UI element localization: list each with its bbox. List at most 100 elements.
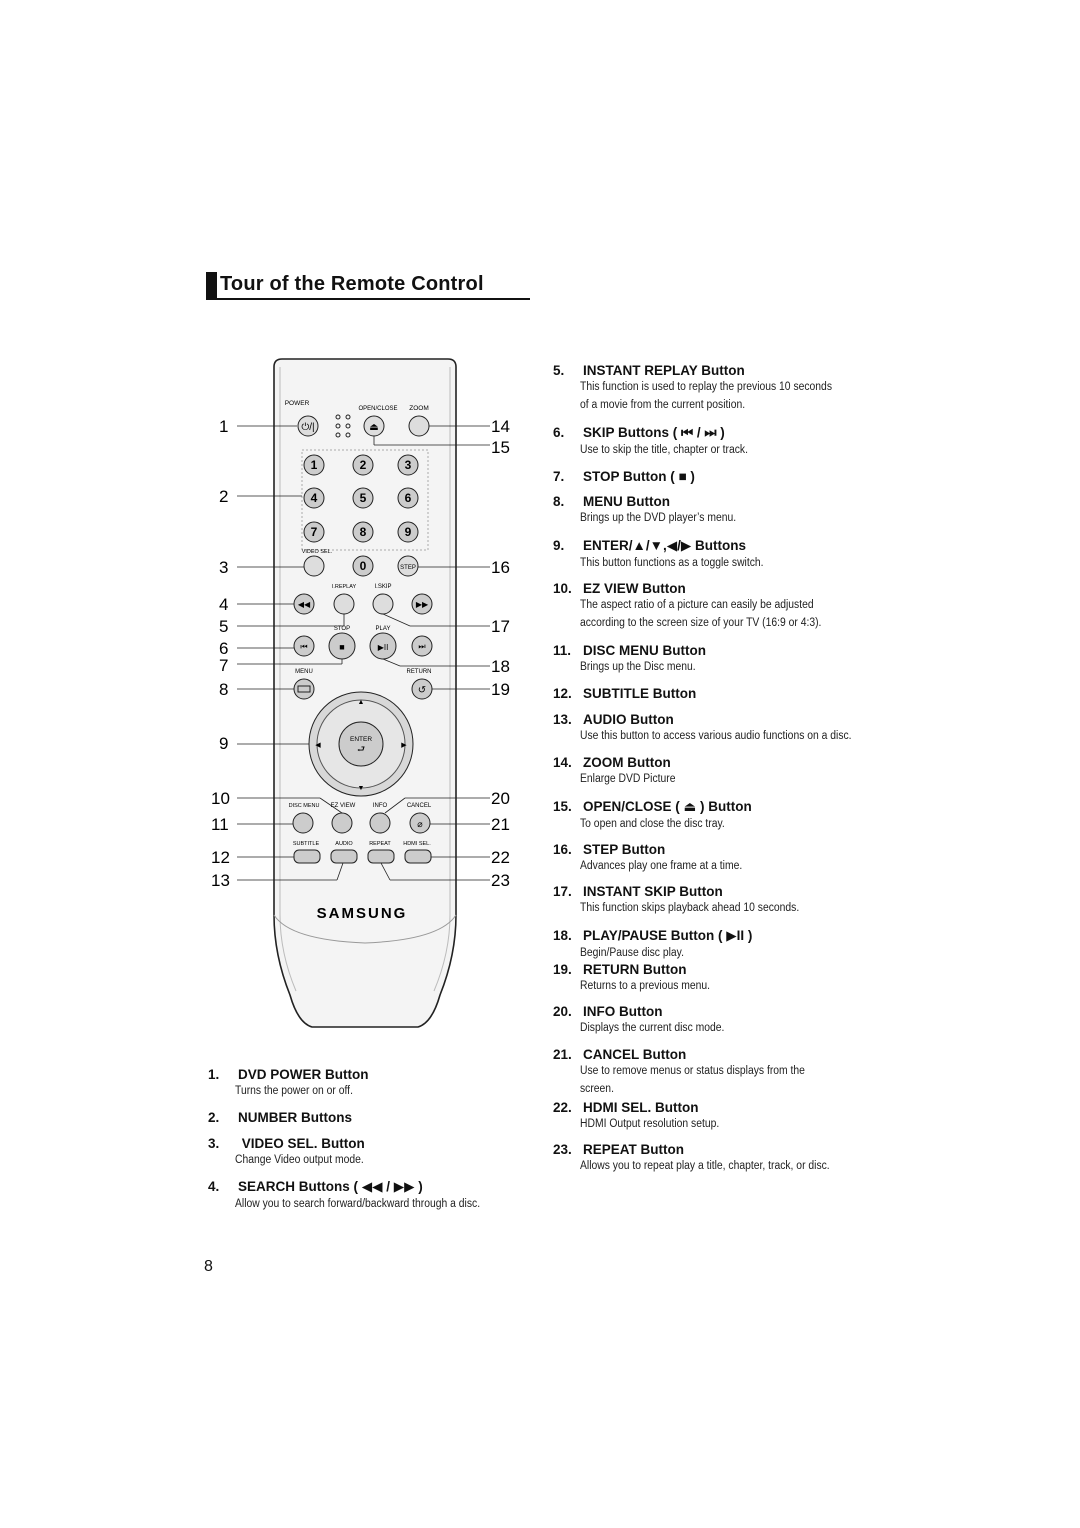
svg-text:18: 18 (491, 657, 510, 676)
search-fwd-button (411, 593, 433, 615)
info-button (369, 812, 391, 834)
svg-text:10: 10 (211, 789, 230, 808)
svg-text:9: 9 (405, 525, 412, 539)
audio-label: AUDIO (335, 841, 353, 847)
list-item: 12.SUBTITLE Button (553, 686, 697, 701)
list-item: 21.CANCEL Button Use to remove menus or … (553, 1047, 805, 1095)
disc-menu-button (292, 812, 314, 834)
subtitle-label: SUBTITLE (293, 841, 320, 847)
svg-text:⏭: ⏭ (418, 642, 425, 651)
step-label: STEP (400, 565, 416, 571)
list-item: 16.STEP Button Advances play one frame a… (553, 842, 743, 872)
svg-text:▶II: ▶II (378, 643, 389, 652)
cancel-button (409, 812, 431, 834)
enter-button (338, 721, 384, 767)
svg-text:13: 13 (211, 871, 230, 890)
list-item: 18.PLAY/PAUSE Button ( ▶II ) Begin/Pause… (553, 928, 753, 959)
i-skip-button (372, 593, 394, 615)
cancel-label: CANCEL (407, 803, 432, 809)
repeat-label: REPEAT (369, 841, 391, 847)
list-item: 7.STOP Button ( ■ ) (553, 469, 695, 484)
i-replay-label: I.REPLAY (332, 584, 357, 590)
svg-text:15: 15 (491, 438, 510, 457)
list-item: 4.SEARCH Buttons ( ◀◀ / ▶▶ ) Allow you t… (208, 1179, 481, 1210)
page-title: Tour of the Remote Control (220, 273, 484, 295)
enter-label: ENTER (350, 736, 372, 743)
svg-text:3: 3 (219, 558, 228, 577)
svg-text:1: 1 (219, 417, 228, 436)
stop-label: STOP (334, 626, 350, 632)
remote-svg: POWER OPEN/CLOSE ZOOM ⏻/| ⏏ 1 2 3 4 5 6 … (211, 358, 510, 1028)
list-item: 15.OPEN/CLOSE ( ⏏ ) Button To open and c… (553, 799, 752, 830)
list-item: 19.RETURN Button Returns to a previous m… (553, 962, 711, 992)
svg-text:5: 5 (360, 491, 367, 505)
svg-text:6: 6 (219, 639, 228, 658)
eject-icon: ⏏ (369, 422, 378, 433)
skip-fwd-button (411, 635, 433, 657)
svg-text:◀◀: ◀◀ (298, 600, 311, 609)
svg-text:9: 9 (219, 734, 228, 753)
svg-text:20: 20 (491, 789, 510, 808)
svg-text:21: 21 (491, 815, 510, 834)
leader-lines (237, 425, 490, 881)
video-sel-label: VIDEO SEL. (302, 549, 333, 555)
svg-text:7: 7 (311, 525, 318, 539)
play-label: PLAY (376, 626, 391, 632)
disc-menu-label: DISC MENU (289, 803, 320, 809)
svg-text:▶▶: ▶▶ (416, 600, 429, 609)
svg-text:16: 16 (491, 558, 510, 577)
title-underline (206, 298, 530, 300)
list-item: 13.AUDIO Button Use this button to acces… (553, 712, 852, 742)
info-label: INFO (373, 803, 388, 809)
page-title-block: Tour of the Remote Control (206, 272, 530, 300)
hdmi-sel-button (404, 849, 432, 864)
zoom-button (408, 415, 430, 437)
svg-text:6: 6 (405, 491, 412, 505)
hdmi-sel-label: HDMI SEL. (403, 841, 431, 847)
i-skip-label: I.SKIP (374, 584, 391, 590)
return-label: RETURN (407, 669, 432, 675)
svg-text:23: 23 (491, 871, 510, 890)
svg-text:14: 14 (491, 417, 510, 436)
svg-text:3: 3 (405, 458, 412, 472)
svg-text:⌀: ⌀ (417, 819, 423, 829)
svg-text:4: 4 (219, 595, 228, 614)
svg-text:⮐: ⮐ (357, 744, 365, 754)
page-number: 8 (204, 1258, 213, 1275)
svg-text:▼: ▼ (358, 785, 365, 792)
step-button (397, 555, 419, 577)
list-item: 14.ZOOM Button Enlarge DVD Picture (553, 755, 676, 785)
svg-text:7: 7 (219, 656, 228, 675)
open-close-label: OPEN/CLOSE (358, 406, 397, 412)
svg-text:2: 2 (360, 458, 367, 472)
subtitle-button (293, 849, 321, 864)
svg-text:12: 12 (211, 848, 230, 867)
power-icon: ⏻/| (301, 422, 314, 433)
menu-label: MENU (295, 669, 313, 675)
svg-text:0: 0 (360, 559, 367, 573)
list-item: 23.REPEAT Button Allows you to repeat pl… (553, 1142, 830, 1172)
list-item: 2.NUMBER Buttons (208, 1110, 352, 1125)
list-item: 20.INFO Button Displays the current disc… (553, 1004, 725, 1034)
ez-view-button (331, 812, 353, 834)
svg-text:22: 22 (491, 848, 510, 867)
list-item: 17.INSTANT SKIP Button This function ski… (553, 884, 800, 914)
remote-illustration: POWER OPEN/CLOSE ZOOM ⏻/| ⏏ 1 2 3 4 5 6 … (200, 355, 530, 1055)
svg-text:4: 4 (311, 491, 318, 505)
list-item: 11.DISC MENU Button Brings up the Disc m… (553, 643, 706, 673)
svg-text:◀: ◀ (315, 742, 321, 749)
ez-view-label: EZ VIEW (331, 803, 356, 809)
list-item: 5.INSTANT REPLAY Button This function is… (553, 363, 832, 411)
list-item: 1.DVD POWER Button Turns the power on or… (208, 1067, 369, 1097)
callout-numbers: 1 2 3 4 5 6 7 8 9 10 11 12 13 14 15 16 1… (211, 417, 510, 890)
title-marker (206, 272, 217, 300)
number-pad: 1 2 3 4 5 6 7 8 9 (303, 454, 419, 543)
power-label: POWER (285, 400, 310, 407)
svg-text:1: 1 (311, 458, 318, 472)
svg-text:▲: ▲ (358, 699, 365, 706)
zoom-label: ZOOM (409, 405, 429, 412)
list-item: 22.HDMI SEL. Button HDMI Output resoluti… (553, 1100, 720, 1130)
i-replay-button (333, 593, 355, 615)
audio-button (330, 849, 358, 864)
power-button (297, 415, 319, 437)
